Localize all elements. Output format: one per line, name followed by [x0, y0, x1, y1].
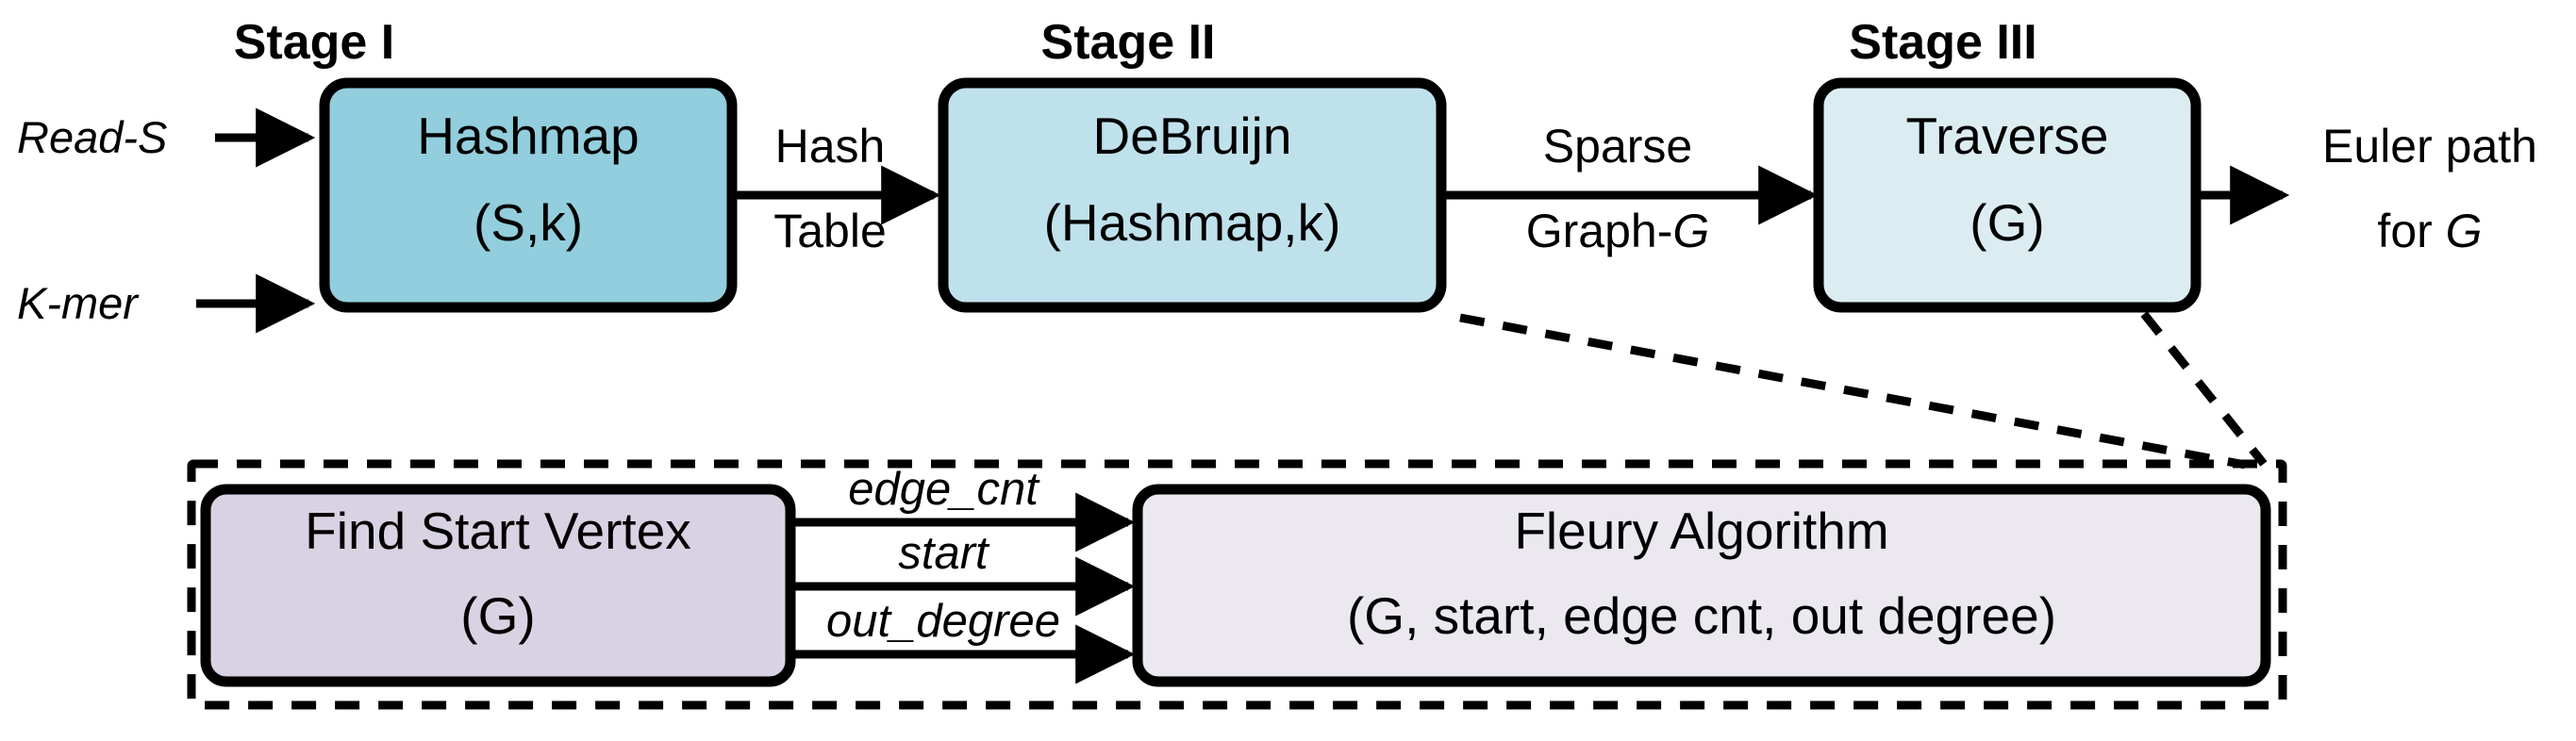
block-debruijn-line1: DeBruijn — [1093, 107, 1292, 165]
expansion-dashed-container — [187, 459, 2287, 710]
edge-label-graph-g-italic: G — [1672, 205, 1709, 257]
block-fleury-algorithm[interactable] — [1132, 484, 2271, 687]
block-debruijn-line2: (Hashmap,k) — [1044, 193, 1341, 252]
output-label-for-g: for G — [2377, 205, 2482, 257]
stage-title-3: Stage III — [1849, 15, 2036, 70]
edge-label-graph-g: Graph-G — [1526, 205, 1710, 257]
stage-title-2: Stage II — [1041, 15, 1216, 70]
arrow-label-out-degree: out_degree — [826, 596, 1060, 647]
edge-label-graph-g-prefix: Graph- — [1526, 205, 1673, 257]
dashed-connector-right — [2140, 311, 2268, 467]
output-label-for-g-prefix: for — [2377, 205, 2445, 257]
input-label-read-s: Read-S — [17, 112, 167, 162]
edge-label-hash: Hash — [775, 120, 886, 173]
block-find-start-vertex-line2: (G) — [460, 586, 535, 645]
block-traverse-line2: (G) — [1969, 193, 2044, 252]
block-fleury-line2: (G, start, edge cnt, out degree) — [1347, 586, 2056, 645]
output-label-for-g-italic: G — [2446, 205, 2483, 257]
block-traverse-line1: Traverse — [1906, 107, 2109, 165]
edge-label-sparse: Sparse — [1543, 120, 1692, 173]
output-label-euler-path: Euler path — [2322, 120, 2537, 173]
stage-title-1: Stage I — [234, 15, 395, 70]
block-fleury-line1: Fleury Algorithm — [1514, 502, 1888, 560]
block-find-start-vertex-line1: Find Start Vertex — [305, 502, 691, 560]
arrow-label-start: start — [898, 528, 990, 579]
arrow-label-edge-cnt: edge_cnt — [848, 464, 1040, 515]
input-label-k-mer: K-mer — [17, 278, 140, 328]
block-hashmap-line1: Hashmap — [417, 107, 639, 165]
block-hashmap-line2: (S,k) — [474, 193, 583, 252]
edge-label-table: Table — [773, 205, 887, 257]
dashed-connector-left — [1459, 313, 2246, 469]
